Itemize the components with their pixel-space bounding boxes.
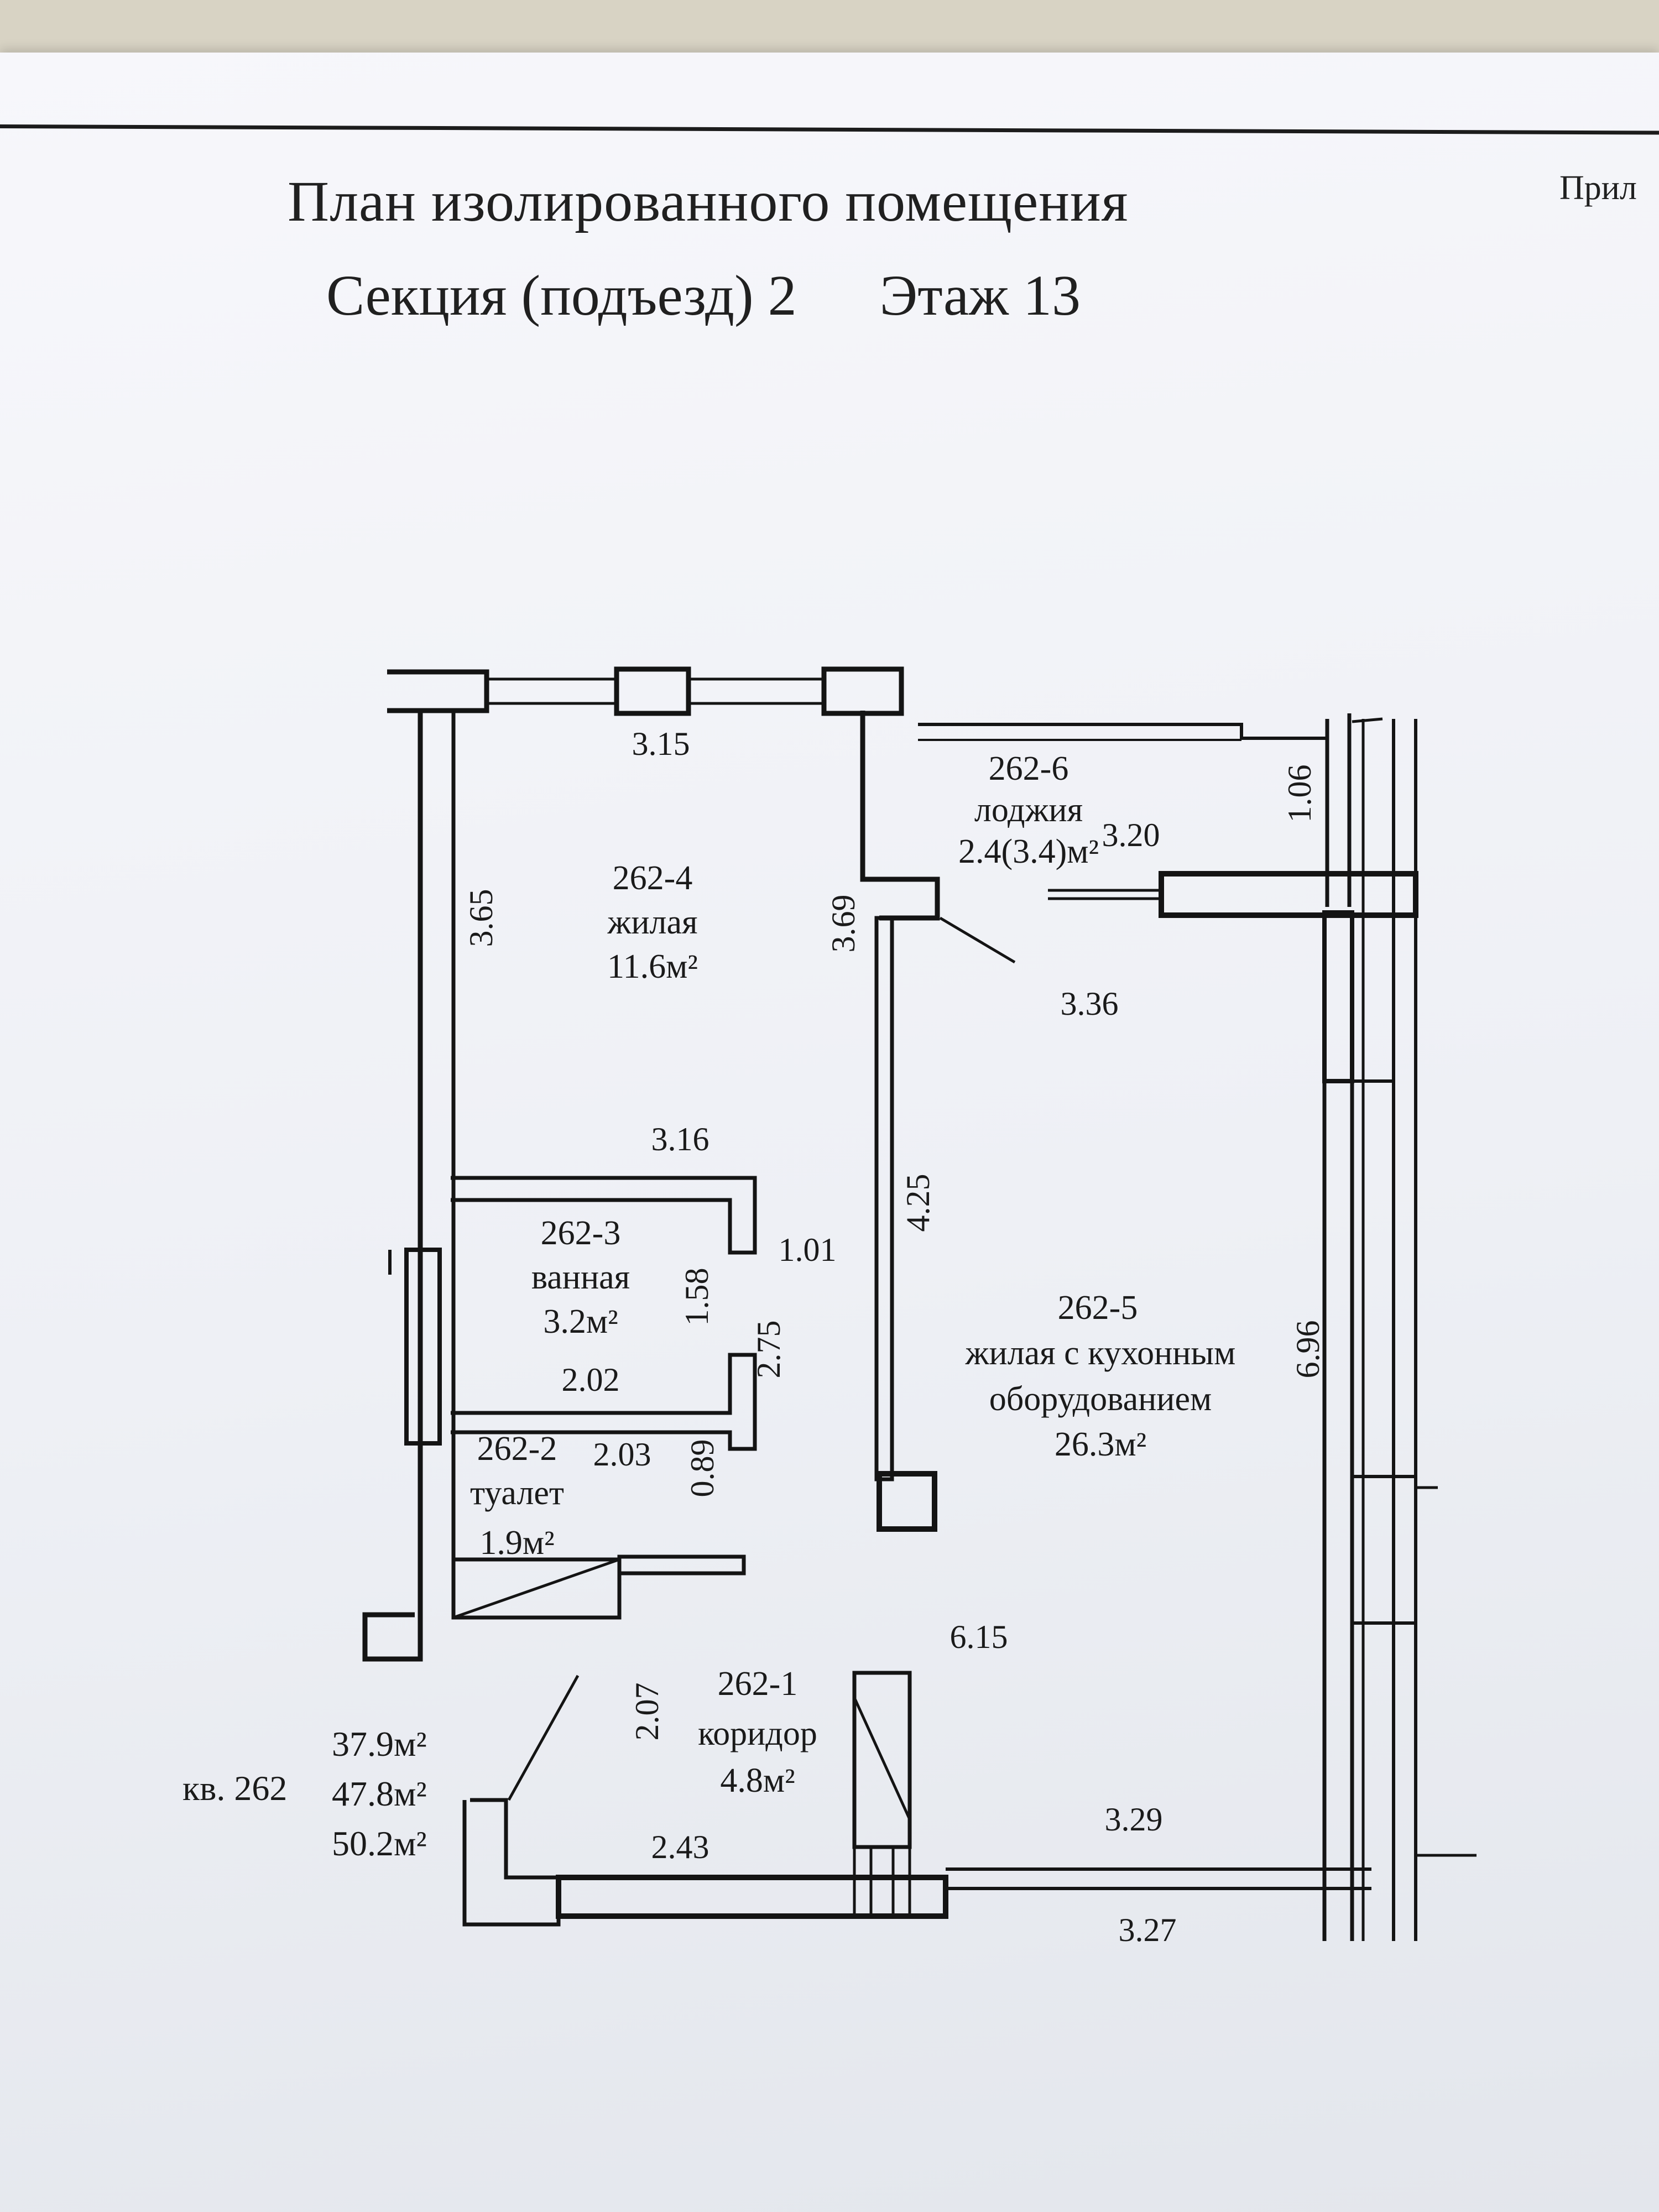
dim-label: 3.15 — [632, 726, 690, 762]
dim-label: 3.65 — [463, 889, 499, 947]
room-262-5-name-2: оборудованием — [989, 1380, 1212, 1418]
dim-label: 6.15 — [950, 1619, 1008, 1655]
room-262-4-name: жилая — [607, 904, 698, 941]
apartment-label: кв. 262 — [182, 1768, 287, 1808]
room-262-6-name: лоджия — [974, 791, 1083, 829]
apartment-area-total: 47.8м² — [332, 1774, 427, 1813]
dim-label: 3.29 — [1105, 1801, 1163, 1838]
room-262-3-name: ванная — [531, 1259, 630, 1296]
room-262-2-area: 1.9м² — [479, 1524, 554, 1562]
apartment-area-with-loggia: 50.2м² — [332, 1824, 427, 1863]
dim-label: 1.01 — [779, 1232, 837, 1268]
room-262-6-id: 262-6 — [989, 750, 1069, 787]
room-262-1-area: 4.8м² — [720, 1762, 795, 1799]
dim-label: 0.89 — [684, 1439, 721, 1498]
room-262-1-name: коридор — [698, 1715, 817, 1752]
dim-label: 2.75 — [750, 1321, 787, 1379]
dim-label: 3.27 — [1119, 1912, 1177, 1948]
room-262-3-id: 262-3 — [541, 1214, 621, 1252]
dim-label: 3.36 — [1061, 985, 1119, 1022]
apartment-summary: кв. 262 37.9м² 47.8м² 50.2м² — [182, 1724, 427, 1863]
dim-label: 3.20 — [1102, 817, 1160, 853]
apartment-area-living: 37.9м² — [332, 1724, 427, 1764]
room-262-4-id: 262-4 — [613, 859, 693, 897]
room-262-1-id: 262-1 — [718, 1665, 798, 1703]
dim-label: 4.25 — [900, 1174, 936, 1232]
dim-label: 1.58 — [679, 1268, 715, 1326]
plan-subtitle: Секция (подъезд) 2 Этаж 13 — [326, 263, 1322, 328]
dim-label: 2.43 — [651, 1829, 709, 1865]
dim-label: 2.02 — [562, 1361, 620, 1398]
floor-label: Этаж 13 — [879, 264, 1081, 327]
paper-sheet — [0, 53, 1659, 2212]
dim-label: 2.03 — [593, 1436, 651, 1473]
section-label: Секция (подъезд) 2 — [326, 264, 797, 327]
dim-label: 3.69 — [825, 895, 862, 953]
room-262-4-area: 11.6м² — [607, 948, 698, 985]
room-labels: 262-4 жилая 11.6м² 262-6 лоджия 2.4(3.4)… — [470, 750, 1235, 1799]
plan-title: План изолированного помещения — [288, 170, 1129, 233]
room-262-5-area: 26.3м² — [1055, 1426, 1146, 1463]
dim-label: 2.07 — [629, 1683, 665, 1741]
appendix-label: Прил — [1559, 169, 1637, 207]
room-262-5-name-1: жилая с кухонным — [965, 1334, 1236, 1372]
room-262-2-name: туалет — [470, 1474, 564, 1512]
room-262-2-id: 262-2 — [477, 1430, 557, 1468]
room-262-5-id: 262-5 — [1058, 1289, 1138, 1327]
dim-label: 3.16 — [651, 1121, 709, 1157]
dim-label: 6.96 — [1290, 1321, 1326, 1379]
dim-label: 1.06 — [1281, 765, 1318, 823]
room-262-6-area: 2.4(3.4)м² — [958, 833, 1099, 870]
room-262-3-area: 3.2м² — [543, 1303, 618, 1340]
dimension-labels: 3.15 3.65 3.69 1.06 3.20 3.36 3.16 1.01 … — [463, 726, 1326, 1948]
plan-walls — [362, 666, 1477, 1941]
